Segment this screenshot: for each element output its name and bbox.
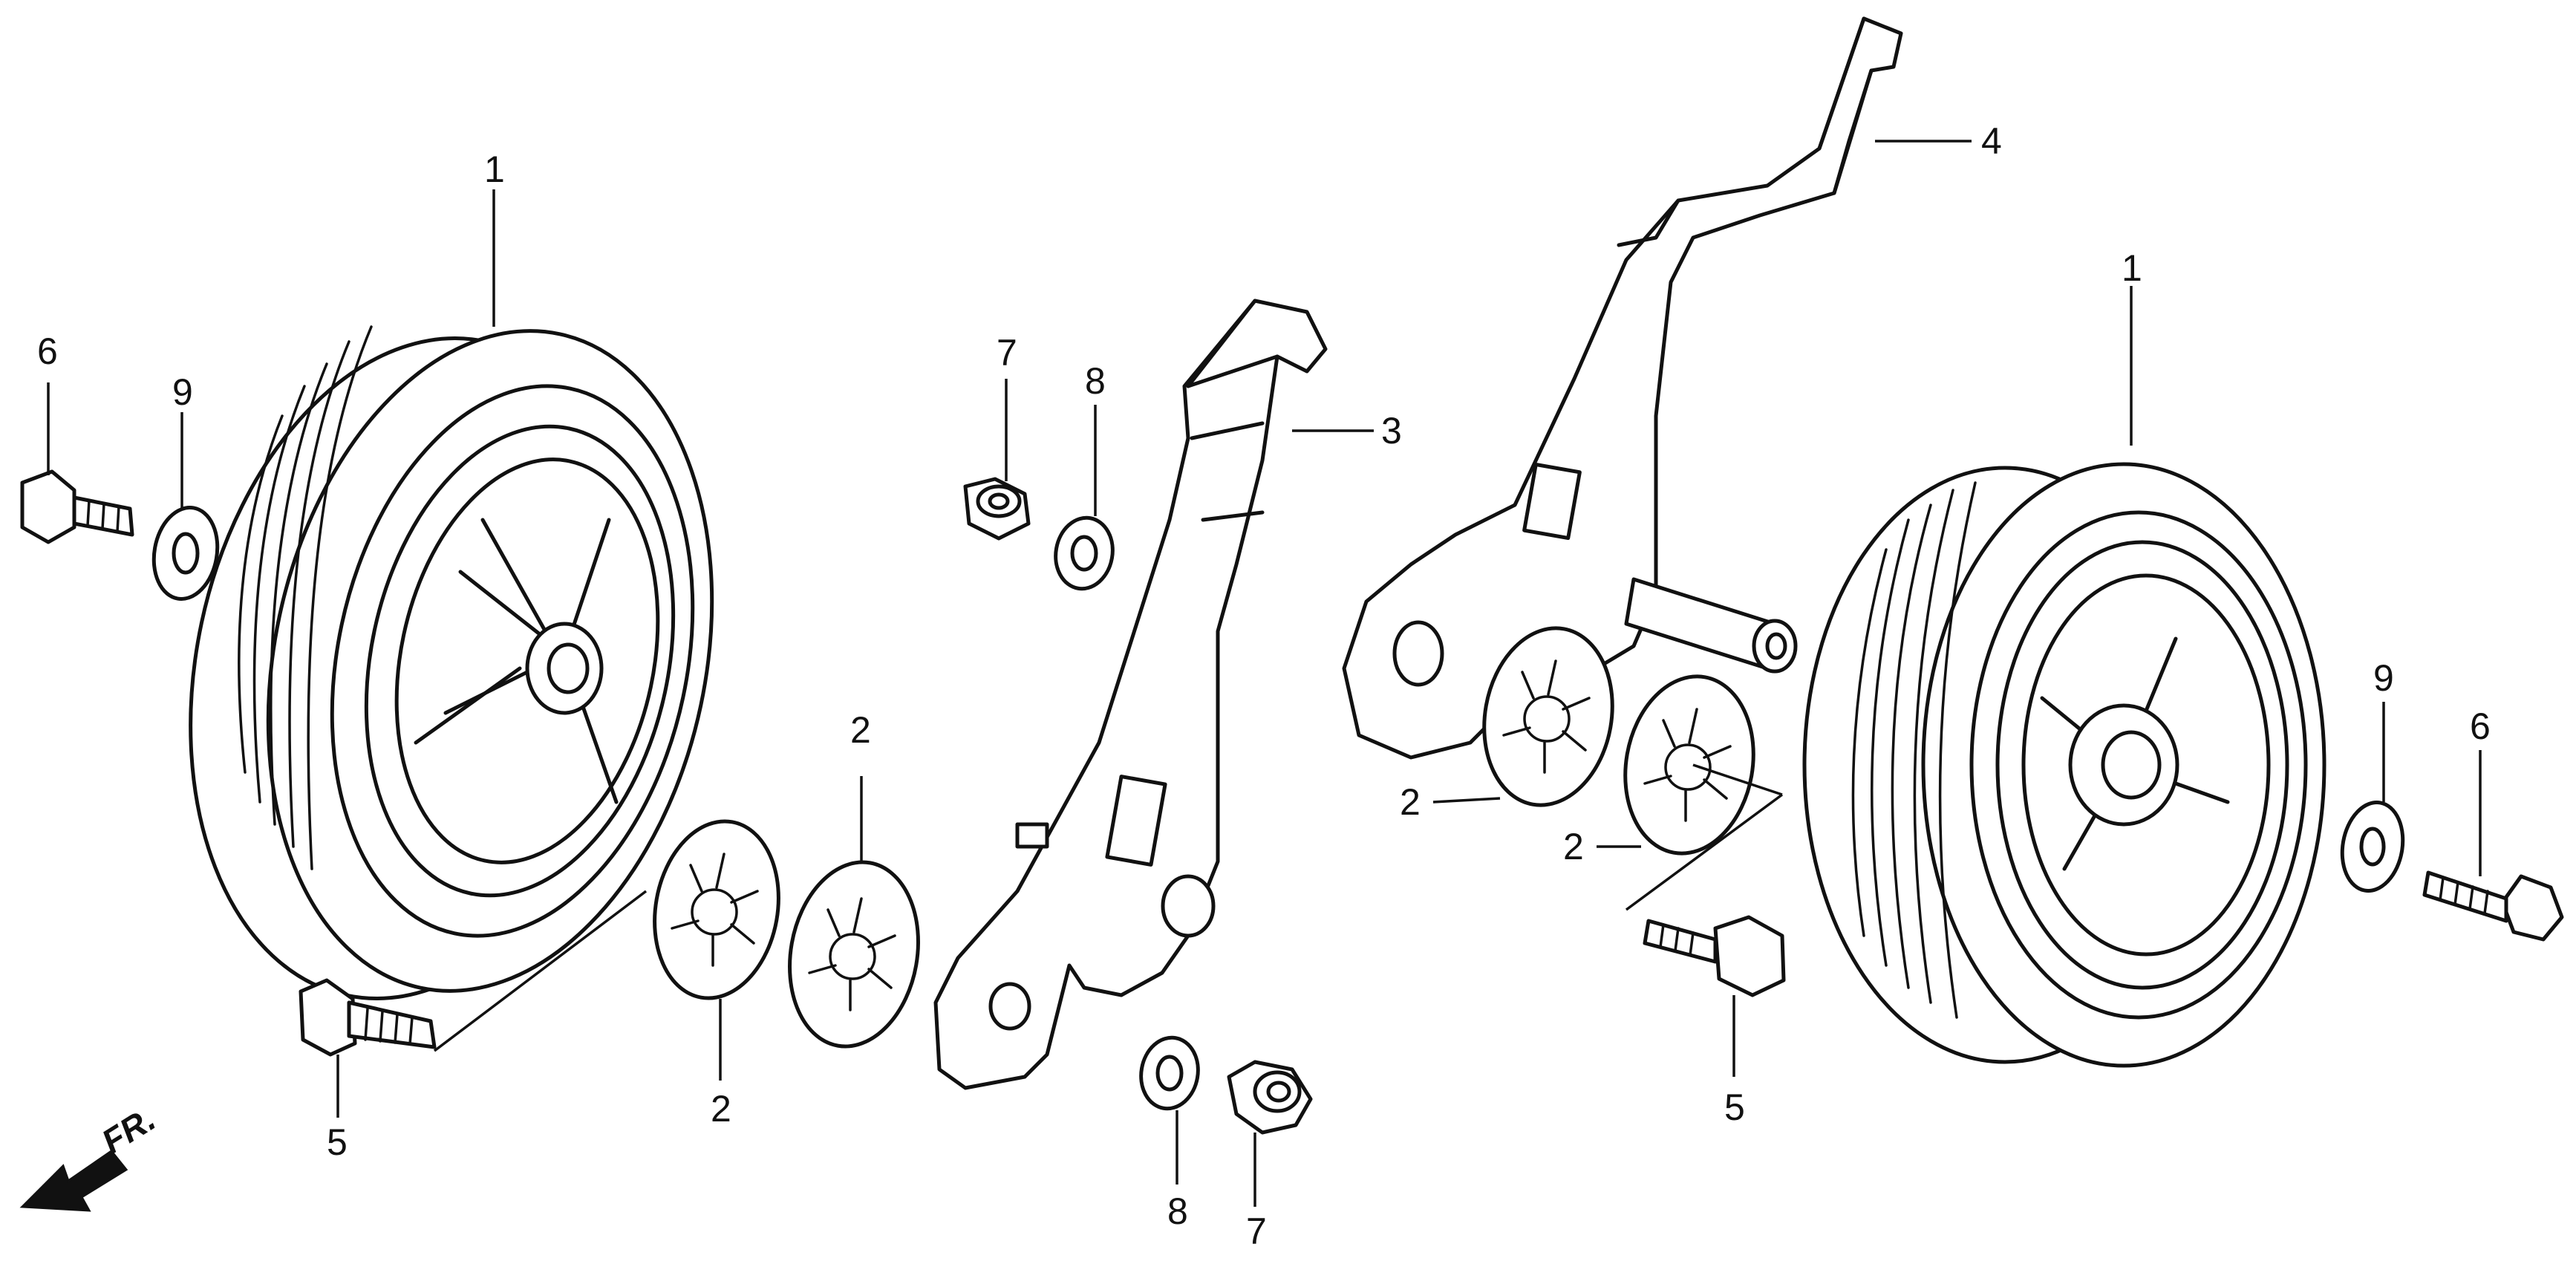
axle-bolt-right <box>2422 870 2564 942</box>
washer-bottom <box>1139 1035 1200 1111</box>
clip-left-a <box>653 819 780 1000</box>
callout-wheel-left: 1 <box>484 149 505 190</box>
assembly-line-left <box>433 890 648 1052</box>
assembly-line-right <box>1625 763 1784 911</box>
callout-axle-bolt-left: 6 <box>37 330 58 372</box>
callout-clip-right-a: 2 <box>1400 781 1421 823</box>
bolt-left <box>299 978 437 1057</box>
leader-lines <box>47 140 2482 1207</box>
callout-nut-top: 7 <box>997 332 1017 374</box>
bolt-right <box>1643 915 1786 997</box>
callout-bracket-right: 4 <box>1981 120 2002 162</box>
nut-bottom <box>1227 1060 1313 1135</box>
callout-clip-left-a: 2 <box>711 1088 731 1130</box>
callout-nut-bottom: 7 <box>1246 1211 1267 1252</box>
callout-clip-right-b: 2 <box>1563 826 1584 867</box>
clip-right-a <box>1482 626 1614 807</box>
callout-washer-right: 9 <box>2373 657 2394 699</box>
callout-washer-bottom: 8 <box>1167 1190 1188 1232</box>
front-marker: FR. <box>19 1099 162 1212</box>
bracket-left <box>933 299 1328 1090</box>
washer-right <box>2340 801 2405 893</box>
wheel-right <box>1802 462 2326 1068</box>
clip-right-b <box>1623 674 1755 856</box>
washer-top <box>1054 515 1115 591</box>
callout-axle-bolt-right: 6 <box>2470 706 2491 747</box>
clip-left-b <box>788 860 920 1049</box>
callout-washer-left: 9 <box>172 371 193 413</box>
axle-bolt-left <box>20 469 134 544</box>
washer-left <box>151 506 220 601</box>
callout-clip-left-b: 2 <box>850 709 871 751</box>
callout-bolt-left: 5 <box>327 1121 348 1163</box>
callout-bracket-left: 3 <box>1381 410 1402 452</box>
front-label: FR. <box>95 1099 162 1161</box>
wheel-left <box>189 325 714 1000</box>
front-arrow-icon <box>19 1149 128 1212</box>
callout-washer-top: 8 <box>1085 360 1106 402</box>
bracket-right <box>1342 16 1903 760</box>
callout-bolt-right: 5 <box>1724 1086 1745 1128</box>
nut-top <box>963 477 1031 541</box>
callout-wheel-right: 1 <box>2122 247 2142 289</box>
